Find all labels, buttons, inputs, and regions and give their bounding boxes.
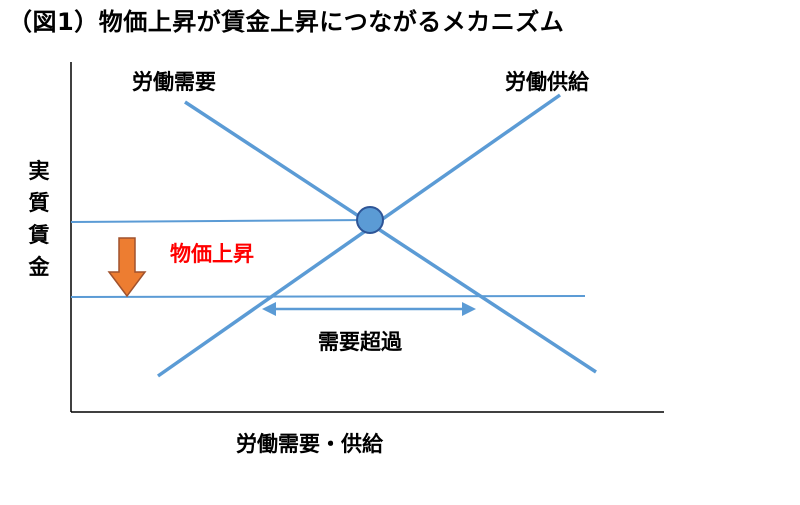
excess-demand-label: 需要超過 [318, 330, 402, 354]
labor-demand-label: 労働需要 [132, 70, 216, 94]
y-axis-label: 実質賃金 [28, 159, 50, 279]
x-axis-label: 労働需要・供給 [236, 432, 383, 456]
labor-supply-label: 労働供給 [505, 70, 589, 94]
labor-demand-line [184, 100, 597, 374]
labor-supply-line [156, 93, 562, 378]
lowered-wage-line [70, 295, 586, 298]
price-rise-arrow [107, 237, 147, 298]
original-wage-line [70, 219, 371, 223]
excess-demand-arrow [262, 302, 476, 316]
price-rise-label: 物価上昇 [170, 242, 254, 266]
figure-title: （図1）物価上昇が賃金上昇につながるメカニズム [8, 8, 565, 36]
equilibrium-point [356, 206, 384, 234]
